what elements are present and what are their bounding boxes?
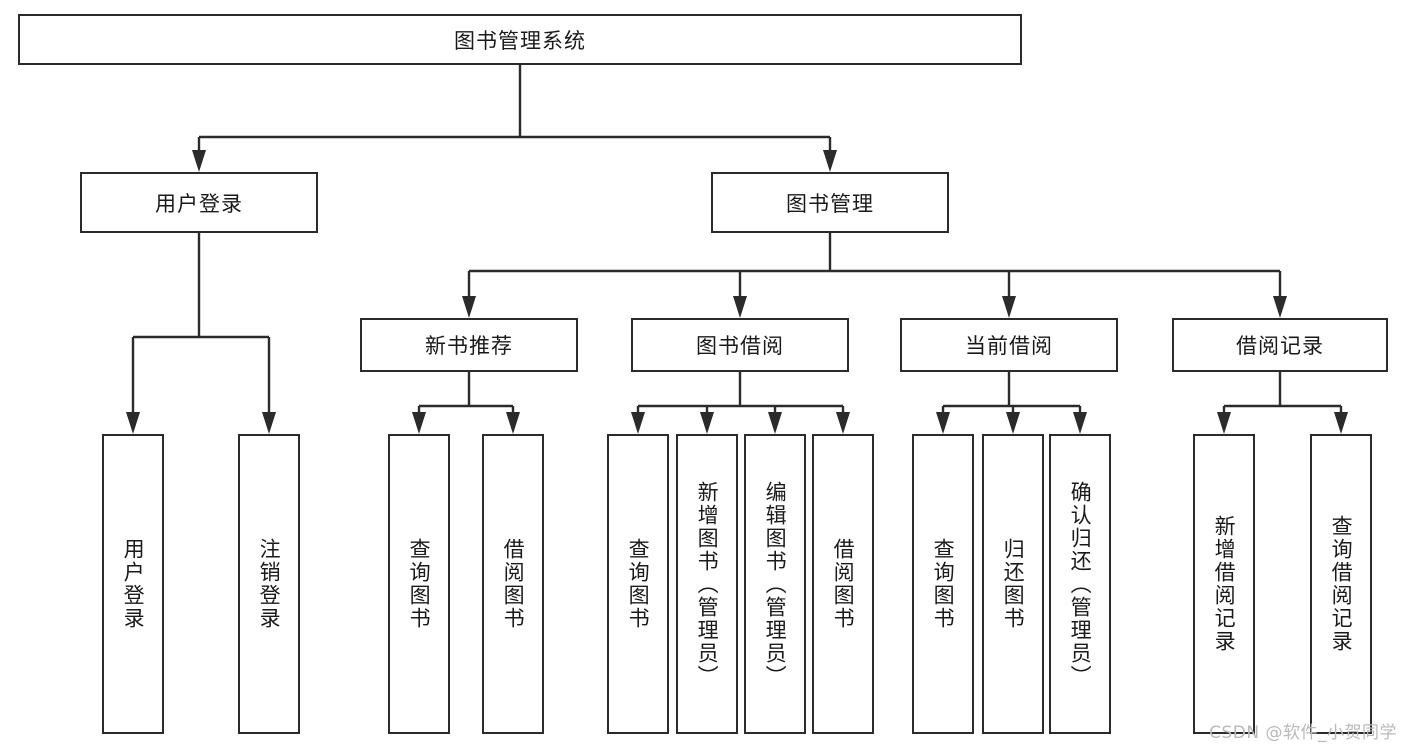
node-label: 确认归还（管理员） bbox=[1068, 480, 1093, 688]
node-label: 注销登录 bbox=[257, 538, 282, 630]
conn-user-login-to-leaves-arrow-icon bbox=[262, 412, 276, 434]
conn-book-manage-to-level3-arrow-icon bbox=[733, 296, 747, 318]
conn-record-to-leaves-arrow-icon bbox=[1217, 412, 1231, 434]
conn-user-login-to-leaves-arrow-icon bbox=[126, 412, 140, 434]
node-label: 借阅图书 bbox=[501, 538, 526, 630]
conn-recommend-to-leaves-arrow-icon bbox=[412, 412, 426, 434]
node-root: 图书管理系统 bbox=[18, 14, 1022, 65]
node-label: 新增图书（管理员） bbox=[695, 480, 720, 688]
node-label: 查询图书 bbox=[931, 538, 956, 630]
node-label: 编辑图书（管理员） bbox=[763, 480, 788, 688]
node-label: 查询借阅记录 bbox=[1329, 515, 1354, 653]
conn-book-manage-to-level3-arrow-icon bbox=[1273, 296, 1287, 318]
node-book-borrow: 图书借阅 bbox=[631, 318, 849, 372]
node-leaf-add-borrow-record: 新增借阅记录 bbox=[1193, 434, 1255, 734]
node-current-borrow: 当前借阅 bbox=[900, 318, 1118, 372]
node-label: 用户登录 bbox=[121, 538, 146, 630]
node-label: 查询图书 bbox=[407, 538, 432, 630]
node-user-login: 用户登录 bbox=[80, 172, 318, 233]
node-leaf-add-book-admin: 新增图书（管理员） bbox=[676, 434, 738, 734]
node-label: 归还图书 bbox=[1001, 538, 1026, 630]
node-borrow-record: 借阅记录 bbox=[1172, 318, 1388, 372]
conn-current-to-leaves-arrow-icon bbox=[1006, 412, 1020, 434]
conn-root-to-level2-arrow-icon bbox=[192, 150, 206, 172]
node-label: 图书管理 bbox=[786, 191, 874, 216]
node-label: 借阅记录 bbox=[1236, 334, 1324, 358]
node-leaf-borrow-book-2: 借阅图书 bbox=[812, 434, 874, 734]
conn-current-to-leaves-arrow-icon bbox=[1073, 412, 1087, 434]
node-leaf-query-borrow-record: 查询借阅记录 bbox=[1310, 434, 1372, 734]
conn-recommend-to-leaves-arrow-icon bbox=[506, 412, 520, 434]
node-label: 图书管理系统 bbox=[454, 28, 586, 53]
conn-borrow-to-leaves-arrow-icon bbox=[700, 412, 714, 434]
node-leaf-query-book-2: 查询图书 bbox=[607, 434, 669, 734]
node-label: 借阅图书 bbox=[831, 538, 856, 630]
node-leaf-edit-book-admin: 编辑图书（管理员） bbox=[744, 434, 806, 734]
node-leaf-return-book: 归还图书 bbox=[982, 434, 1044, 734]
node-leaf-user-login: 用户登录 bbox=[102, 434, 164, 734]
node-leaf-borrow-book-1: 借阅图书 bbox=[482, 434, 544, 734]
node-label: 图书借阅 bbox=[696, 334, 784, 358]
node-leaf-logout-login: 注销登录 bbox=[238, 434, 300, 734]
conn-book-manage-to-level3-arrow-icon bbox=[462, 296, 476, 318]
node-label: 新书推荐 bbox=[425, 334, 513, 358]
node-book-manage: 图书管理 bbox=[711, 172, 949, 233]
conn-current-to-leaves-arrow-icon bbox=[936, 412, 950, 434]
conn-borrow-to-leaves-arrow-icon bbox=[836, 412, 850, 434]
node-leaf-confirm-return-admin: 确认归还（管理员） bbox=[1049, 434, 1111, 734]
node-label: 当前借阅 bbox=[965, 334, 1053, 358]
conn-book-manage-to-level3-arrow-icon bbox=[1002, 296, 1016, 318]
node-label: 查询图书 bbox=[626, 538, 651, 630]
node-leaf-query-book-1: 查询图书 bbox=[388, 434, 450, 734]
conn-borrow-to-leaves-arrow-icon bbox=[768, 412, 782, 434]
conn-borrow-to-leaves-arrow-icon bbox=[631, 412, 645, 434]
conn-record-to-leaves-arrow-icon bbox=[1334, 412, 1348, 434]
node-label: 用户登录 bbox=[155, 191, 243, 216]
node-new-book-recommend: 新书推荐 bbox=[360, 318, 578, 372]
node-leaf-query-book-3: 查询图书 bbox=[912, 434, 974, 734]
conn-root-to-level2-arrow-icon bbox=[823, 150, 837, 172]
node-label: 新增借阅记录 bbox=[1212, 515, 1237, 653]
